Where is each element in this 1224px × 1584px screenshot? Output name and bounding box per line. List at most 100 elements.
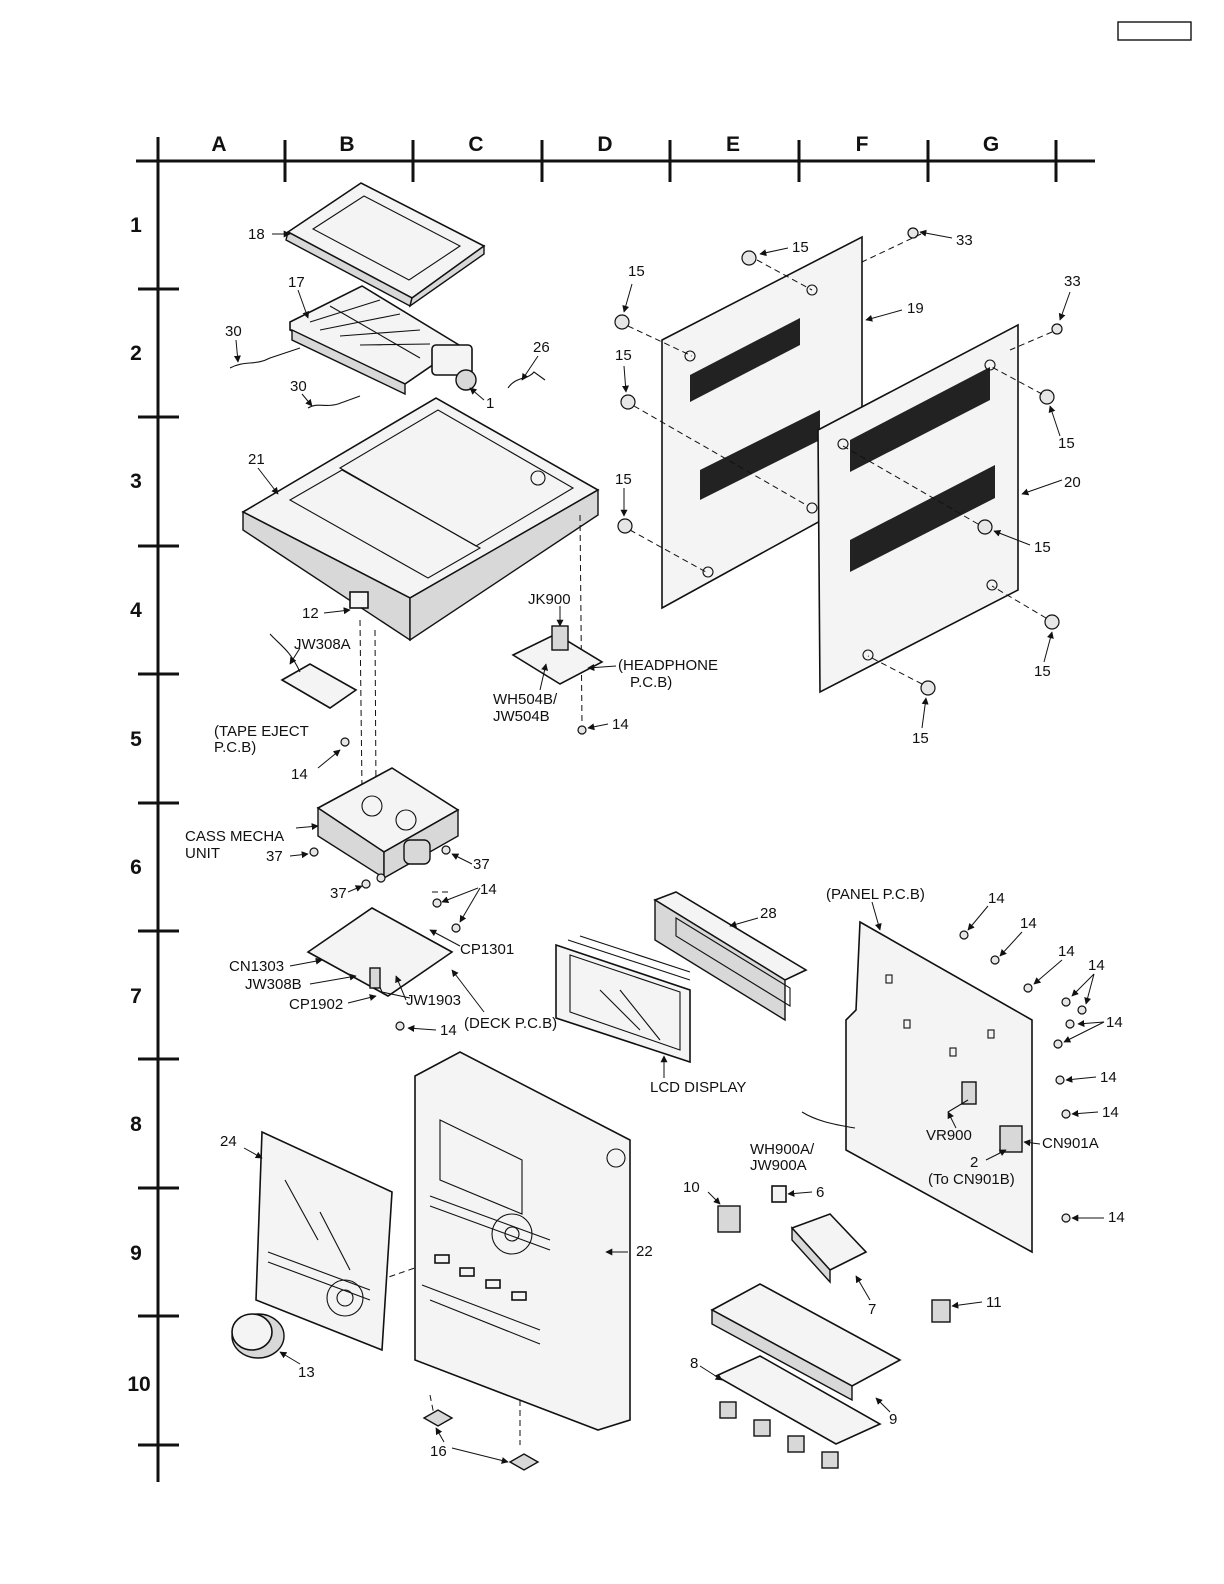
screw-parts-14-37 [309, 725, 587, 1031]
deck-pcb [306, 907, 454, 999]
callout-37-lower: 37 [330, 885, 347, 902]
callout-10: 10 [683, 1179, 700, 1196]
headphone-pcb [511, 625, 604, 685]
button-bar-part-8 [714, 1355, 882, 1469]
callout-15-f5: 15 [912, 730, 929, 747]
row-label-3: 3 [130, 470, 142, 493]
front-panel-part-22 [414, 1051, 631, 1431]
screw-parts-33 [907, 227, 1063, 335]
callout-leaders [233, 229, 1105, 1464]
tape-eject-pcb [269, 591, 369, 709]
cassette-holder-part-17 [289, 285, 473, 396]
row-label-1: 1 [130, 214, 142, 237]
callout-17: 17 [288, 274, 305, 291]
callout-30-lower: 30 [290, 378, 307, 395]
row-label-9: 9 [130, 1242, 142, 1265]
callout-26: 26 [533, 339, 550, 356]
callout-6: 6 [816, 1184, 824, 1201]
callout-14-panel-5: 14 [1106, 1014, 1123, 1031]
callout-lcd-display: LCD DISPLAY [650, 1079, 746, 1096]
callout-14-panel-8: 14 [1108, 1209, 1125, 1226]
panel-screw-parts-14 [959, 930, 1087, 1223]
row-label-5: 5 [130, 728, 142, 751]
callout-panel-pcb: (PANEL P.C.B) [826, 886, 925, 903]
callout-wh504b: WH504B/ [493, 691, 558, 708]
rubber-foot-parts-15 [614, 250, 1060, 696]
callout-15-d3: 15 [615, 471, 632, 488]
callout-33-upper: 33 [956, 232, 973, 249]
callout-jw504b: JW504B [493, 708, 550, 725]
callout-15-g4a: 15 [1034, 539, 1051, 556]
callout-16: 16 [430, 1443, 447, 1460]
callout-15-d2b: 15 [615, 347, 632, 364]
rear-panel-part-19 [661, 235, 863, 610]
column-label-b: B [339, 133, 354, 156]
cassette-mechanism-unit [316, 767, 460, 880]
callout-tape-eject-line1: (TAPE EJECT [214, 723, 309, 740]
gear-part-1 [455, 369, 477, 391]
foot-parts-16 [422, 1409, 540, 1471]
spring-part-30-upper [229, 347, 301, 369]
callout-20: 20 [1064, 474, 1081, 491]
callout-cn901a: CN901A [1042, 1135, 1099, 1152]
callout-14-panel-6: 14 [1100, 1069, 1117, 1086]
callout-tape-eject-line2: P.C.B) [214, 739, 256, 756]
callout-9: 9 [889, 1411, 897, 1428]
callout-21: 21 [248, 451, 265, 468]
row-label-7: 7 [130, 985, 142, 1008]
spring-part-30-lower [307, 395, 361, 409]
callout-jk900: JK900 [528, 591, 571, 608]
callout-jw308b: JW308B [245, 976, 302, 993]
callout-28: 28 [760, 905, 777, 922]
row-label-2: 2 [130, 342, 142, 365]
row-label-6: 6 [130, 856, 142, 879]
callout-15-g5: 15 [1034, 663, 1051, 680]
row-label-4: 4 [130, 599, 142, 622]
column-label-f: F [856, 133, 869, 156]
row-label-10: 10 [127, 1373, 150, 1396]
callout-13: 13 [298, 1364, 315, 1381]
spring-part-26 [507, 371, 546, 389]
callout-30-upper: 30 [225, 323, 242, 340]
callout-jw308a: JW308A [294, 636, 351, 653]
callout-14-b5: 14 [291, 766, 308, 783]
column-label-e: E [726, 133, 740, 156]
callout-14-d5: 14 [612, 716, 629, 733]
callout-14-panel-3: 14 [1058, 943, 1075, 960]
cassette-door-part-24 [255, 1130, 393, 1352]
cassette-lid-part-18 [285, 182, 486, 308]
knob-part-13 [231, 1313, 285, 1359]
button-parts-small [717, 1185, 951, 1323]
button-bar-part-9 [710, 1283, 902, 1402]
callout-14-panel-7: 14 [1102, 1104, 1119, 1121]
callout-33-lower: 33 [1064, 273, 1081, 290]
callout-18: 18 [248, 226, 265, 243]
callout-37-right: 37 [473, 856, 490, 873]
callout-11: 11 [986, 1294, 1002, 1311]
callout-jw1903: JW1903 [406, 992, 461, 1009]
assembly-dashed-lines [359, 233, 1053, 1445]
callout-cp1301: CP1301 [460, 941, 514, 958]
callout-2: 2 [970, 1154, 978, 1171]
callout-15-d2a: 15 [628, 263, 645, 280]
column-label-g: G [983, 133, 999, 156]
column-label-a: A [211, 133, 226, 156]
callout-14-c6: 14 [480, 881, 497, 898]
callout-cp1902: CP1902 [289, 996, 343, 1013]
callout-jw900a: JW900A [750, 1157, 807, 1174]
callout-14-panel-4: 14 [1088, 957, 1105, 974]
callout-14-panel-2: 14 [1020, 915, 1037, 932]
callout-7: 7 [868, 1301, 876, 1318]
callout-22: 22 [636, 1243, 653, 1260]
panel-pcb [801, 920, 1033, 1254]
column-label-c: C [468, 133, 483, 156]
callout-to-cn901b: (To CN901B) [928, 1171, 1015, 1188]
callout-8: 8 [690, 1355, 698, 1372]
callout-14-panel-1: 14 [988, 890, 1005, 907]
callout-headphone-line1: (HEADPHONE [618, 657, 718, 674]
callout-37-left: 37 [266, 848, 283, 865]
callout-cass-mecha-line2: UNIT [185, 845, 220, 862]
callout-wh900a: WH900A/ [750, 1141, 815, 1158]
lcd-display [555, 935, 691, 1064]
